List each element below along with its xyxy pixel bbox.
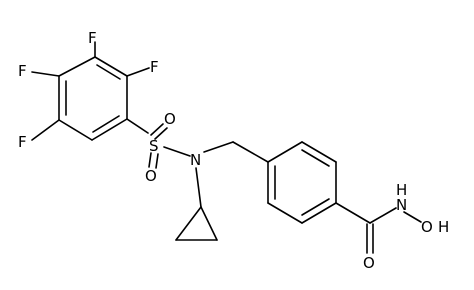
cyclopropyl-ring — [175, 206, 218, 241]
fluorine-atom-label: F — [18, 133, 27, 151]
phenyl-bond-1 — [267, 141, 303, 163]
ring-bond-3 — [91, 118, 128, 141]
cyclopropyl-bond-1 — [175, 206, 202, 241]
ring-bond-1 — [94, 56, 128, 77]
aryl-carbonyl-bond — [335, 202, 371, 224]
ring-double-bond-1 — [96, 64, 121, 80]
sulfonamide-nitrogen-label: N — [190, 151, 201, 169]
sulfur-atom-label: S — [149, 137, 159, 155]
phenyl-bond-5 — [267, 202, 303, 224]
phenyl-double-bond-2 — [301, 198, 330, 216]
phenyl-ring — [267, 141, 337, 224]
s-o-lower-bond-b — [155, 153, 159, 169]
hydroxyl-oxygen-label: O — [421, 218, 433, 236]
s-o-upper-bond-a — [150, 123, 164, 136]
c-n-bond — [369, 207, 397, 224]
ring-double-bond-2 — [92, 115, 120, 133]
s-n-bond — [163, 146, 191, 157]
sulfonyl-oxygen-label: O — [164, 110, 176, 128]
cf-bond-right — [126, 67, 150, 77]
hydroxamic-nitrogen-label: N — [396, 196, 407, 214]
n-cyclopropyl-bond — [195, 167, 202, 208]
n-ch2-bond — [203, 141, 234, 153]
ring-bond-6 — [58, 56, 96, 77]
ch2-aryl-bond — [232, 141, 269, 163]
amide-hydrogen-label: H — [396, 181, 407, 199]
s-o-upper-bond-b — [154, 127, 168, 140]
cf-bond-lower-left — [31, 119, 60, 141]
fluorine-atom-label: F — [150, 58, 159, 76]
fluorine-atom-label: F — [88, 29, 97, 47]
s-o-lower-bond-a — [148, 152, 152, 168]
cyclopropyl-bond-3 — [200, 206, 218, 241]
fluorophenyl-ring — [58, 56, 128, 141]
fluorine-atom-label: F — [18, 62, 27, 80]
phenyl-bond-4 — [301, 202, 337, 224]
hydroxyl-hydrogen-label: H — [438, 218, 449, 236]
ring-bond-4 — [58, 119, 93, 141]
n-o-bond — [403, 211, 422, 223]
c-s-bond — [126, 118, 149, 134]
phenyl-double-bond-1 — [301, 149, 330, 167]
cf-bond-upper-left — [31, 71, 60, 77]
carbonyl-oxygen-label: O — [363, 254, 375, 272]
sulfonyl-oxygen-label: O — [145, 167, 157, 185]
phenyl-bond-2 — [301, 141, 337, 163]
